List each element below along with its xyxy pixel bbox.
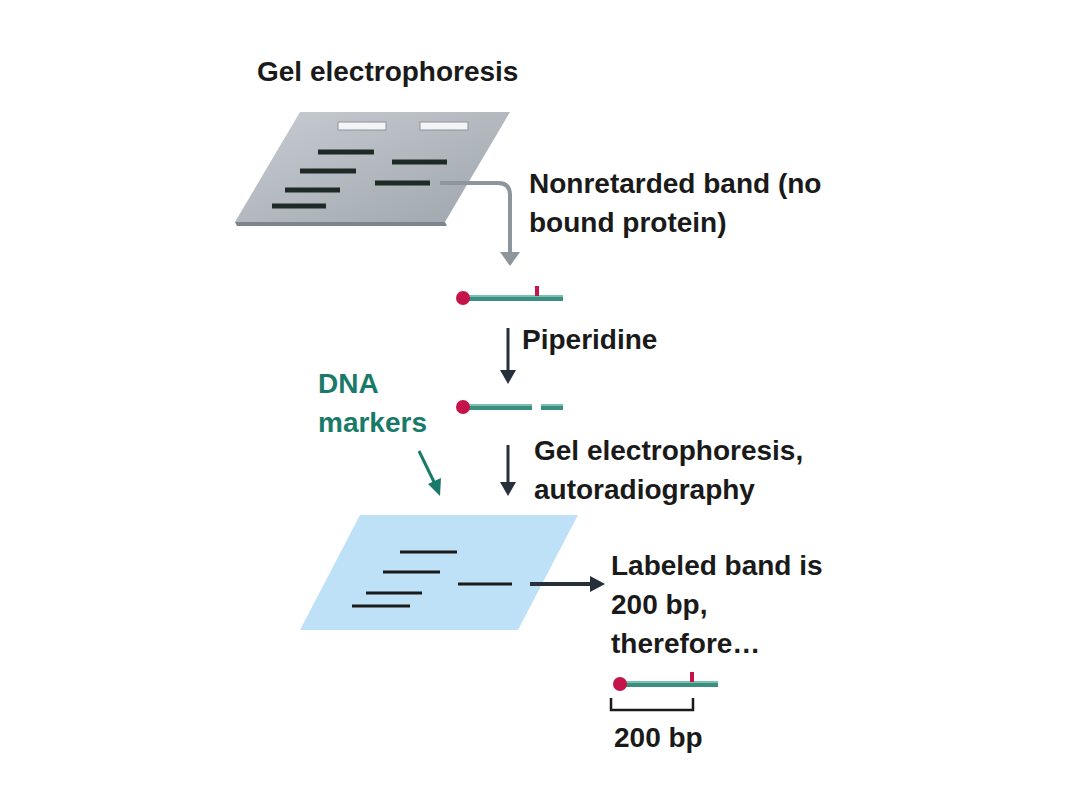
marker-label: DNA markers <box>318 364 458 442</box>
step-heading: Gel electrophoresis <box>257 52 617 91</box>
cleaved-dna <box>456 400 563 414</box>
reagent-label: Piperidine <box>522 320 762 359</box>
autoradiograph <box>300 515 578 630</box>
marker-arrow <box>419 451 441 496</box>
result-arrow <box>530 576 605 592</box>
step-label: Gel electrophoresis, autoradiography <box>534 431 874 509</box>
band-note: Nonretarded band (no bound protein) <box>529 164 829 242</box>
down-arrow <box>500 445 516 496</box>
length-label: 200 bp <box>614 718 703 757</box>
grey-arrow <box>440 183 520 266</box>
dna-fragment <box>456 286 563 305</box>
length-bracket <box>611 698 693 710</box>
down-arrow <box>500 328 516 384</box>
gel-slab <box>235 112 510 226</box>
mapped-dna <box>613 672 718 691</box>
result-note: Labeled band is 200 bp, therefore… <box>611 546 826 663</box>
